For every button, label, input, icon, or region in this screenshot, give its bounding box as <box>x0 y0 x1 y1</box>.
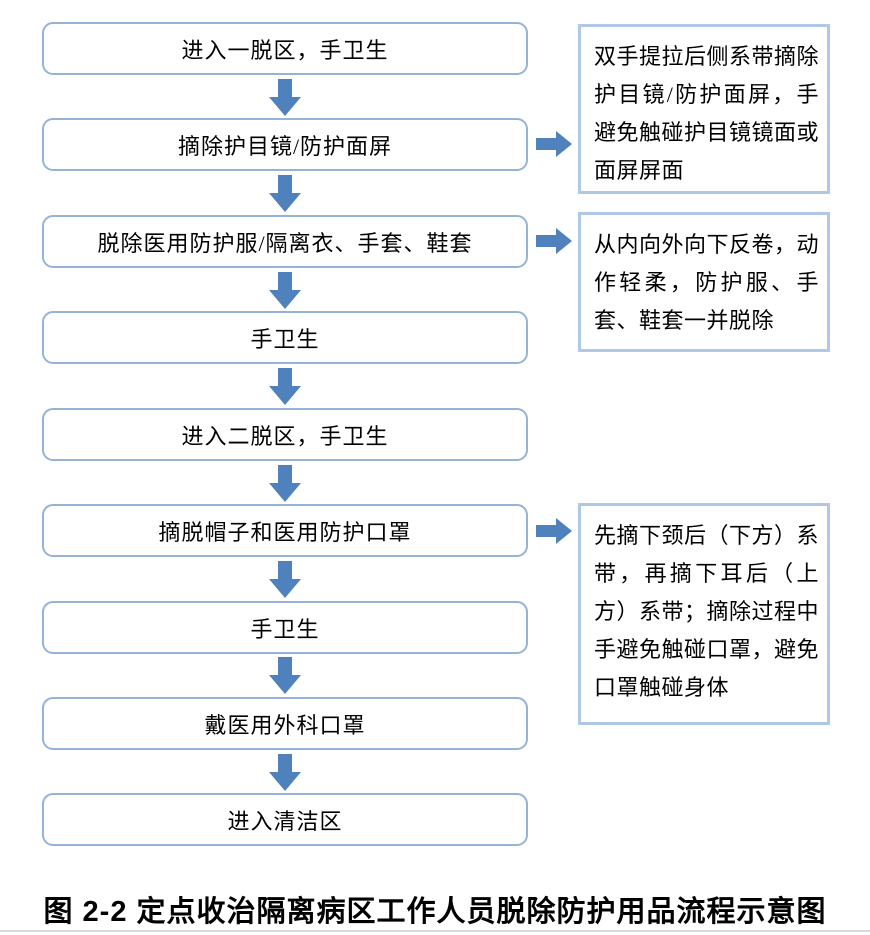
down-arrow-icon <box>269 175 301 212</box>
flow-step-remove-protective-clothing: 脱除医用防护服/隔离衣、手套、鞋套 <box>42 215 528 268</box>
right-arrow-icon <box>536 518 572 544</box>
annotation-mask-removal-note: 先摘下颈后（下方）系带，再摘下耳后（上方）系带；摘除过程中手避免触碰口罩，避免口… <box>578 503 830 725</box>
down-arrow-icon <box>269 368 301 405</box>
figure-caption: 图 2-2 定点收治隔离病区工作人员脱除防护用品流程示意图 <box>43 896 827 928</box>
flow-step-enter-first-doffing-area: 进入一脱区，手卫生 <box>42 22 528 75</box>
down-arrow-icon <box>269 79 301 116</box>
flow-step-hand-hygiene-2: 手卫生 <box>42 601 528 654</box>
down-arrow-icon <box>269 465 301 502</box>
annotation-clothing-removal-note: 从内向外向下反卷，动作轻柔，防护服、手套、鞋套一并脱除 <box>578 212 830 352</box>
flow-step-hand-hygiene-1: 手卫生 <box>42 311 528 364</box>
bottom-divider <box>0 930 870 932</box>
flow-step-remove-cap-and-mask: 摘脱帽子和医用防护口罩 <box>42 504 528 557</box>
flow-step-remove-goggles-face-shield: 摘除护目镜/防护面屏 <box>42 118 528 171</box>
right-arrow-icon <box>536 131 572 157</box>
flow-step-enter-clean-area: 进入清洁区 <box>42 793 528 846</box>
down-arrow-icon <box>269 754 301 791</box>
flow-step-wear-surgical-mask: 戴医用外科口罩 <box>42 697 528 750</box>
annotation-goggles-removal-note: 双手提拉后侧系带摘除护目镜/防护面屏，手避免触碰护目镜镜面或面屏屏面 <box>578 24 830 194</box>
down-arrow-icon <box>269 657 301 694</box>
down-arrow-icon <box>269 272 301 309</box>
flow-step-enter-second-doffing-area: 进入二脱区，手卫生 <box>42 408 528 461</box>
right-arrow-icon <box>536 228 572 254</box>
down-arrow-icon <box>269 561 301 598</box>
